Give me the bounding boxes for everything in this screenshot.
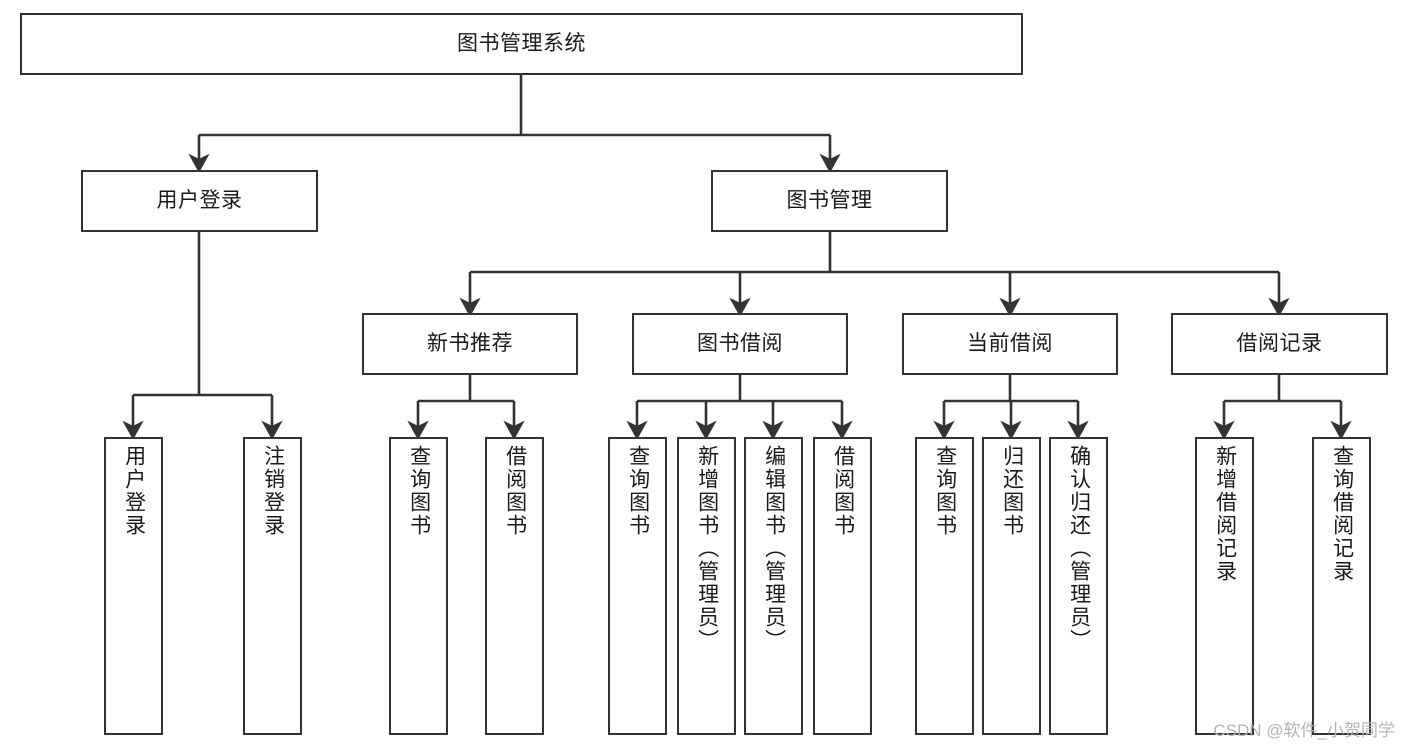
leaf-borrow-query-book-label: 查询图书 <box>626 445 650 537</box>
leaf-borrow-borrow-book-label: 借阅图书 <box>831 445 855 537</box>
leaf-user-login-signin[interactable]: 用户登录 <box>104 437 163 735</box>
csdn-watermark: CSDN @软件_小贺同学 <box>1213 721 1395 740</box>
node-book-borrow-label: 图书借阅 <box>697 331 783 355</box>
node-book-management-label: 图书管理 <box>786 188 873 212</box>
node-current-borrow-label: 当前借阅 <box>967 331 1053 355</box>
leaf-current-return-book-label: 归还图书 <box>1000 445 1024 537</box>
leaf-records-query-record[interactable]: 查询借阅记录 <box>1312 437 1371 735</box>
leaf-records-query-record-label: 查询借阅记录 <box>1330 445 1354 583</box>
node-root-book-management-system[interactable]: 图书管理系统 <box>20 13 1023 75</box>
node-borrow-records[interactable]: 借阅记录 <box>1171 313 1388 375</box>
node-borrow-records-label: 借阅记录 <box>1236 331 1323 355</box>
leaf-borrow-borrow-book[interactable]: 借阅图书 <box>813 437 872 735</box>
node-current-borrow[interactable]: 当前借阅 <box>902 313 1118 375</box>
leaf-user-login-signout-label: 注销登录 <box>261 445 285 537</box>
node-root-label: 图书管理系统 <box>457 31 586 55</box>
leaf-borrow-edit-book-admin[interactable]: 编辑图书（管理员） <box>744 437 803 735</box>
node-book-borrow[interactable]: 图书借阅 <box>632 313 848 375</box>
node-book-management[interactable]: 图书管理 <box>711 170 948 232</box>
leaf-recommend-borrow-book[interactable]: 借阅图书 <box>485 437 544 735</box>
node-new-book-recommend[interactable]: 新书推荐 <box>362 313 578 375</box>
leaf-borrow-add-book-admin-label: 新增图书（管理员） <box>695 445 719 652</box>
leaf-current-confirm-return-admin-label: 确认归还（管理员） <box>1067 445 1091 652</box>
leaf-borrow-add-book-admin[interactable]: 新增图书（管理员） <box>677 437 736 735</box>
leaf-records-add-record-label: 新增借阅记录 <box>1213 445 1237 583</box>
leaf-user-login-signout[interactable]: 注销登录 <box>243 437 302 735</box>
leaf-current-query-book[interactable]: 查询图书 <box>915 437 974 735</box>
leaf-current-return-book[interactable]: 归还图书 <box>982 437 1041 735</box>
leaf-current-query-book-label: 查询图书 <box>933 445 957 537</box>
node-user-login[interactable]: 用户登录 <box>81 170 318 232</box>
leaf-current-confirm-return-admin[interactable]: 确认归还（管理员） <box>1049 437 1108 735</box>
leaf-borrow-query-book[interactable]: 查询图书 <box>608 437 667 735</box>
leaf-user-login-signin-label: 用户登录 <box>122 445 146 537</box>
leaf-recommend-query-book[interactable]: 查询图书 <box>389 437 448 735</box>
node-user-login-label: 用户登录 <box>156 188 243 212</box>
leaf-recommend-borrow-book-label: 借阅图书 <box>503 445 527 537</box>
leaf-borrow-edit-book-admin-label: 编辑图书（管理员） <box>762 445 786 652</box>
leaf-recommend-query-book-label: 查询图书 <box>407 445 431 537</box>
node-new-book-recommend-label: 新书推荐 <box>427 331 513 355</box>
leaf-records-add-record[interactable]: 新增借阅记录 <box>1195 437 1254 735</box>
